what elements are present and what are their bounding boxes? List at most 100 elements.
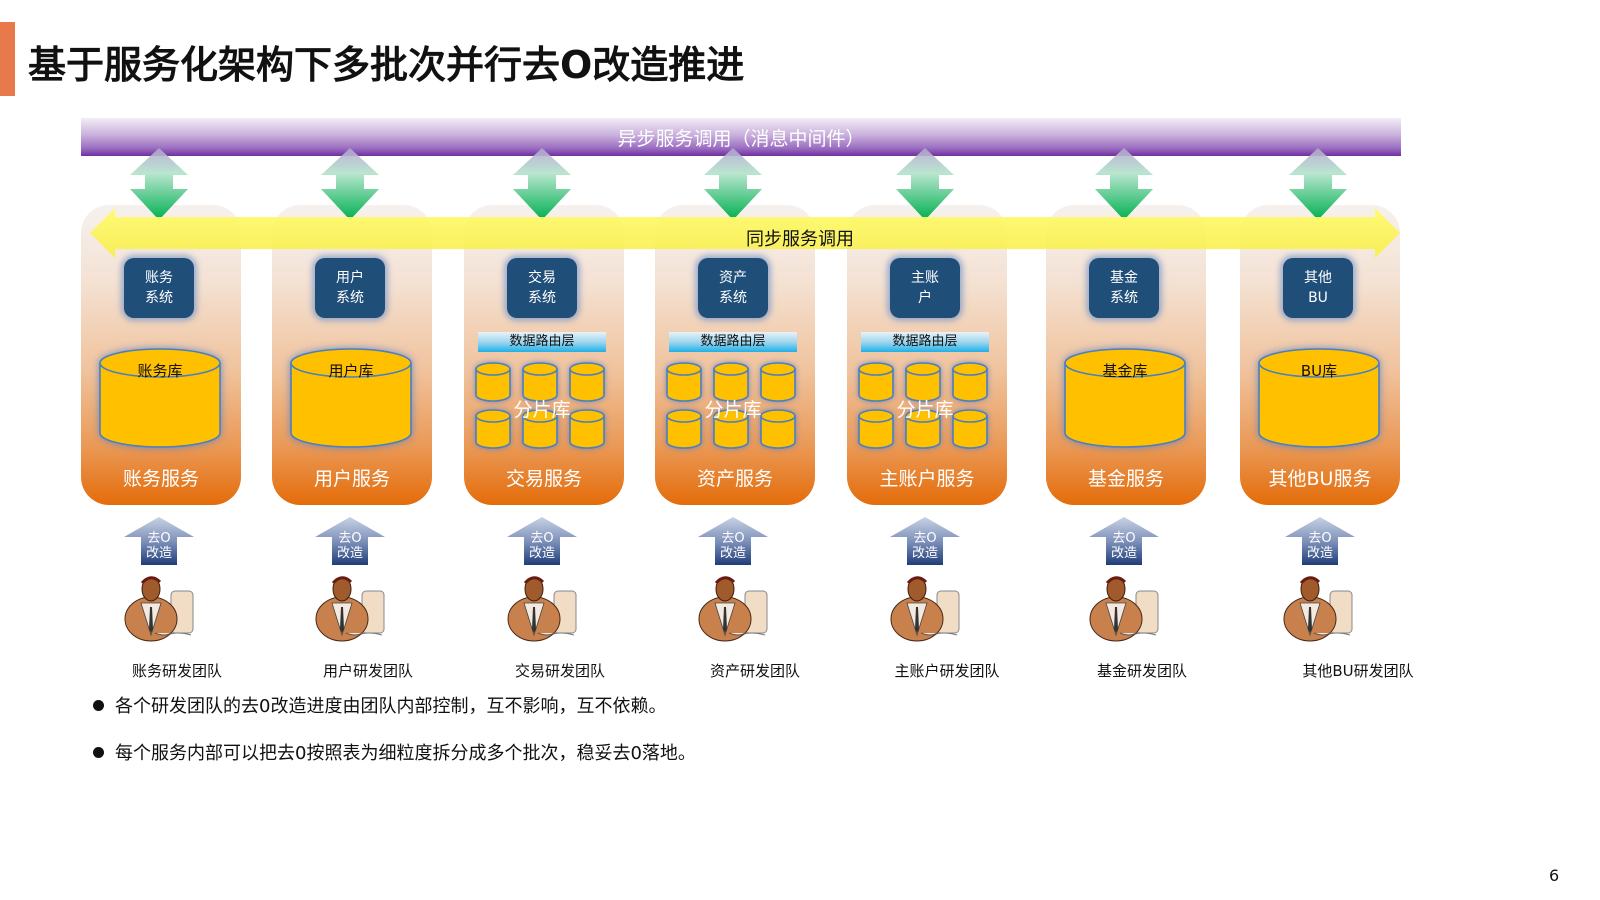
service-column: 交易服务 bbox=[464, 205, 624, 505]
migration-label-line: 改造 bbox=[528, 546, 555, 561]
migration-label-line: 去O bbox=[1308, 531, 1332, 546]
shard-db bbox=[665, 362, 703, 406]
database-icon bbox=[760, 409, 796, 449]
migration-label-line: 去O bbox=[913, 531, 937, 546]
service-column: 资产服务 bbox=[655, 205, 815, 505]
migration-arrow-icon: 去O 改造 bbox=[507, 517, 577, 565]
system-label-line: 系统 bbox=[145, 290, 173, 306]
database-label: 基金库 bbox=[1102, 362, 1148, 380]
database-icon bbox=[475, 409, 511, 449]
shard-db bbox=[568, 409, 606, 453]
migration-label: 去O 改造 bbox=[1089, 531, 1159, 561]
service-database: 账务库 bbox=[98, 348, 222, 450]
database-icon bbox=[666, 409, 702, 449]
system-box: 资产系统 bbox=[698, 258, 768, 318]
developer-icon bbox=[121, 573, 201, 648]
bullet-item: 每个服务内部可以把去0按照表为细粒度拆分成多个批次，稳妥去0落地。 bbox=[93, 739, 696, 765]
database-label: BU库 bbox=[1300, 362, 1338, 380]
migration-label-line: 去O bbox=[1112, 531, 1136, 546]
database-icon bbox=[569, 409, 605, 449]
system-label-line: 账务 bbox=[145, 270, 173, 286]
team-label: 资产研发团队 bbox=[709, 662, 800, 680]
database-label: 用户库 bbox=[328, 362, 374, 380]
team-label: 用户研发团队 bbox=[322, 662, 413, 680]
database-icon bbox=[905, 362, 941, 402]
shard-database-group: 分片库 bbox=[663, 362, 803, 454]
migration-label-line: 去O bbox=[147, 531, 171, 546]
database-icon bbox=[99, 348, 221, 448]
database-icon bbox=[952, 409, 988, 449]
shard-db bbox=[712, 409, 750, 453]
shard-db bbox=[712, 362, 750, 406]
system-label-line: 系统 bbox=[336, 290, 364, 306]
service-name: 资产服务 bbox=[696, 468, 773, 490]
system-label-line: 交易 bbox=[528, 270, 556, 286]
shard-database-group: 分片库 bbox=[472, 362, 612, 454]
system-label-line: 其他 bbox=[1304, 270, 1332, 286]
database-icon bbox=[475, 362, 511, 402]
sync-bus-arrow bbox=[90, 208, 1400, 258]
database-icon bbox=[1258, 348, 1380, 448]
team-label: 其他BU研发团队 bbox=[1302, 662, 1414, 680]
system-label-line: 主账 bbox=[911, 270, 939, 286]
shard-db bbox=[951, 362, 989, 406]
service-database: 用户库 bbox=[289, 348, 413, 450]
shard-db bbox=[521, 409, 559, 453]
system-box: 交易系统 bbox=[507, 258, 577, 318]
migration-label-line: 去O bbox=[338, 531, 362, 546]
system-box: 基金系统 bbox=[1089, 258, 1159, 318]
system-label-line: 基金 bbox=[1110, 270, 1138, 286]
migration-arrow-icon: 去O 改造 bbox=[124, 517, 194, 565]
migration-label: 去O 改造 bbox=[507, 531, 577, 561]
team-label: 交易研发团队 bbox=[514, 662, 605, 680]
migration-label: 去O 改造 bbox=[315, 531, 385, 561]
bullet-dot-icon bbox=[93, 746, 104, 758]
bidirectional-arrow-icon bbox=[1095, 148, 1153, 220]
shard-db bbox=[665, 409, 703, 453]
service-name: 基金服务 bbox=[1087, 468, 1164, 490]
shard-db-label: 分片库 bbox=[704, 399, 762, 421]
service-column: 主账户服务 bbox=[847, 205, 1007, 505]
bidirectional-arrow-icon bbox=[321, 148, 379, 220]
migration-label-line: 改造 bbox=[911, 546, 938, 561]
async-bus-label: 异步服务调用（消息中间件） bbox=[617, 128, 865, 150]
developer-icon bbox=[695, 573, 775, 648]
team-label: 账务研发团队 bbox=[131, 662, 222, 680]
bullet-text: 每个服务内部可以把去0按照表为细粒度拆分成多个批次，稳妥去0落地。 bbox=[115, 743, 696, 764]
shard-db bbox=[857, 409, 895, 453]
team-label: 基金研发团队 bbox=[1096, 662, 1187, 680]
database-icon bbox=[569, 362, 605, 402]
service-name: 交易服务 bbox=[505, 468, 582, 490]
shard-db bbox=[568, 362, 606, 406]
async-message-bus: 异步服务调用（消息中间件） bbox=[81, 118, 1401, 156]
system-label-line: 系统 bbox=[1110, 290, 1138, 306]
service-name: 用户服务 bbox=[313, 468, 390, 490]
shard-db bbox=[759, 409, 797, 453]
system-label-line: 用户 bbox=[336, 270, 364, 286]
system-label-line: 户 bbox=[918, 290, 932, 306]
data-routing-layer: 数据路由层 bbox=[861, 332, 989, 352]
database-label: 账务库 bbox=[137, 362, 183, 380]
database-icon bbox=[713, 362, 749, 402]
migration-label: 去O 改造 bbox=[124, 531, 194, 561]
bidirectional-arrow-icon bbox=[513, 148, 571, 220]
database-icon bbox=[713, 409, 749, 449]
service-database: 基金库 bbox=[1063, 348, 1187, 450]
system-box: 用户系统 bbox=[315, 258, 385, 318]
page-title: 基于服务化架构下多批次并行去O改造推进 bbox=[28, 43, 745, 87]
migration-label-line: 改造 bbox=[145, 546, 172, 561]
shard-db-label: 分片库 bbox=[513, 399, 571, 421]
developer-icon bbox=[1280, 573, 1360, 648]
developer-icon bbox=[1086, 573, 1166, 648]
developer-icon bbox=[312, 573, 392, 648]
data-routing-layer: 数据路由层 bbox=[478, 332, 606, 352]
migration-arrow-icon: 去O 改造 bbox=[315, 517, 385, 565]
database-icon bbox=[522, 362, 558, 402]
shard-db bbox=[474, 362, 512, 406]
shard-db bbox=[521, 362, 559, 406]
migration-arrow-icon: 去O 改造 bbox=[890, 517, 960, 565]
system-label-line: BU bbox=[1308, 290, 1328, 306]
migration-label-line: 去O bbox=[530, 531, 554, 546]
bidirectional-arrow-icon bbox=[896, 148, 954, 220]
service-name: 其他BU服务 bbox=[1268, 468, 1372, 490]
